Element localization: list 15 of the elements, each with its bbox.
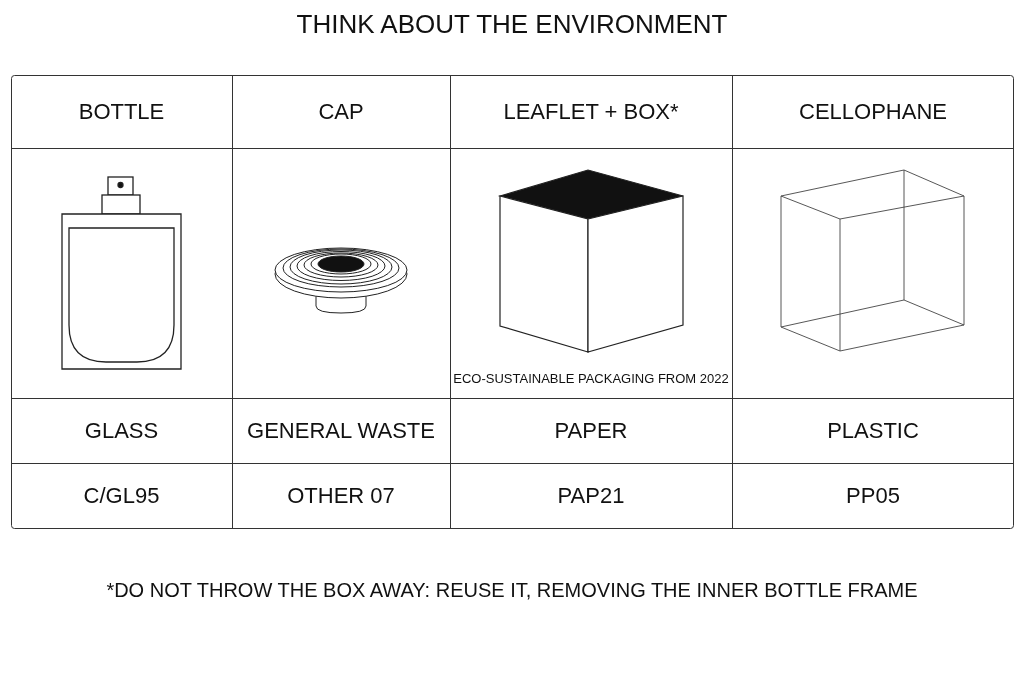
column-header: CELLOPHANE: [799, 98, 947, 125]
recycling-code: C/GL95: [83, 483, 160, 509]
material-name: PAPER: [554, 417, 628, 444]
column-header: LEAFLET + BOX*: [503, 98, 679, 125]
recycling-code: PP05: [846, 483, 900, 509]
material-name: GENERAL WASTE: [247, 417, 435, 444]
title: THINK ABOUT THE ENVIRONMENT: [296, 8, 728, 40]
recycling-code: PAP21: [557, 483, 625, 509]
material-name: PLASTIC: [827, 417, 919, 444]
column-header: BOTTLE: [78, 98, 165, 125]
note: ECO-SUSTAINABLE PACKAGING FROM 2022: [453, 370, 729, 386]
column-header: CAP: [318, 98, 364, 125]
material-name: GLASS: [84, 417, 159, 444]
recycling-code: OTHER 07: [287, 483, 395, 509]
footnote: *DO NOT THROW THE BOX AWAY: REUSE IT, REMOVING THE INNER BOTTLE FRAME: [106, 578, 918, 602]
